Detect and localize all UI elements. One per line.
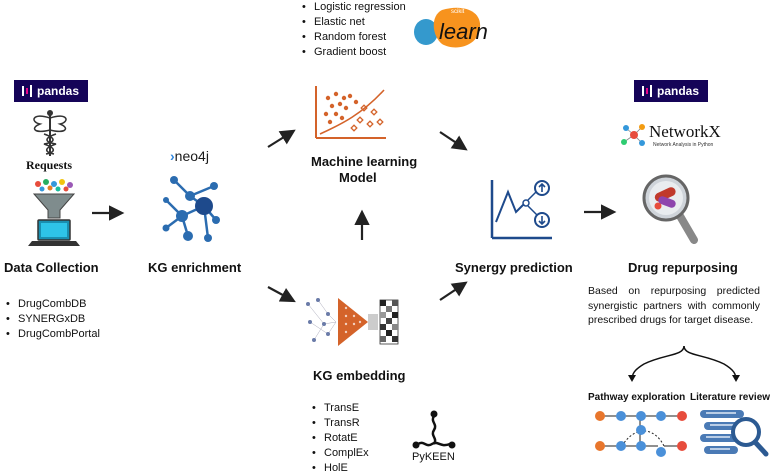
drug-repurposing-description: Based on repurposing predicted synergist…: [588, 285, 760, 326]
embedding-method-item: HolE: [310, 461, 369, 476]
kg-enrichment-title: KG enrichment: [148, 260, 242, 275]
pandas-logo-left: pandas: [14, 80, 88, 102]
arrow-embedding-to-synergy: [439, 281, 468, 301]
data-funnel-laptop-icon: [28, 179, 80, 246]
pathway-diagram-icon: [595, 411, 687, 457]
embedding-method-item: TransR: [310, 416, 369, 431]
drug-magnifier-icon: [642, 174, 698, 244]
pykeen-logo-text: PyKEEN: [412, 451, 455, 463]
arrow-ml-to-synergy: [439, 131, 468, 151]
ml-model-item: Elastic net: [300, 15, 406, 30]
embedding-method-item: ComplEx: [310, 446, 369, 461]
data-source-item: SYNERGxDB: [4, 312, 100, 327]
ml-model-title-line2: Model: [339, 170, 377, 185]
embedding-method-item: RotatE: [310, 431, 369, 446]
arrow-enrichment-to-embedding: [267, 286, 296, 303]
arrow-enrichment-to-ml: [267, 129, 296, 148]
literature-search-icon: [700, 410, 769, 457]
ml-model-title-line1: Machine learning: [311, 154, 418, 169]
neo4j-logo: ›neo4j: [170, 148, 209, 164]
scikit-learn-logo-text: learn: [439, 19, 488, 44]
kg-embedding-title: KG embedding: [313, 368, 406, 383]
pandas-logo-right: pandas: [634, 80, 708, 102]
kg-embedding-method-list: TransE TransR RotatE ComplEx HolE: [310, 401, 369, 476]
requests-caduceus-icon: [33, 110, 67, 156]
literature-review-title: Literature review: [690, 392, 771, 403]
pathway-exploration-title: Pathway exploration: [588, 392, 686, 403]
embedding-method-item: TransE: [310, 401, 369, 416]
kg-embedding-network-icon: [306, 298, 399, 346]
ml-model-item: Logistic regression: [300, 0, 406, 15]
pandas-logo-text: pandas: [37, 84, 80, 98]
data-source-list: DrugCombDB SYNERGxDB DrugCombPortal: [4, 297, 100, 342]
data-collection-title: Data Collection: [4, 260, 99, 275]
ml-classifier-plot-icon: [315, 86, 386, 139]
ml-model-item: Gradient boost: [300, 45, 406, 60]
synergy-prediction-title: Synergy prediction: [455, 260, 573, 275]
scikit-learn-blobs-icon: [414, 7, 481, 48]
data-source-item: DrugCombDB: [4, 297, 100, 312]
requests-logo-text: Requests: [26, 158, 73, 172]
split-brace-icon: [628, 345, 740, 382]
synergy-chart-icon: [490, 180, 552, 240]
data-source-item: DrugCombPortal: [4, 327, 100, 342]
drug-repurposing-title: Drug repurposing: [628, 260, 738, 275]
pandas-logo-text: pandas: [657, 84, 700, 98]
scikit-small-text: scikit: [451, 9, 465, 15]
pandas-bars-icon: [642, 85, 652, 97]
ml-model-list: Logistic regression Elastic net Random f…: [300, 0, 406, 60]
knowledge-graph-icon: [162, 176, 220, 242]
networkx-subtitle: Network Analysis in Python: [653, 142, 714, 148]
pykeen-logo-icon: [412, 410, 456, 449]
pandas-bars-icon: [22, 85, 32, 97]
networkx-logo-text: NetworkX: [649, 122, 721, 141]
neo4j-logo-text: neo4j: [174, 148, 209, 164]
neo4j-dot-icon: ›: [170, 148, 175, 164]
networkx-icon: [621, 124, 645, 146]
ml-model-item: Random forest: [300, 30, 406, 45]
